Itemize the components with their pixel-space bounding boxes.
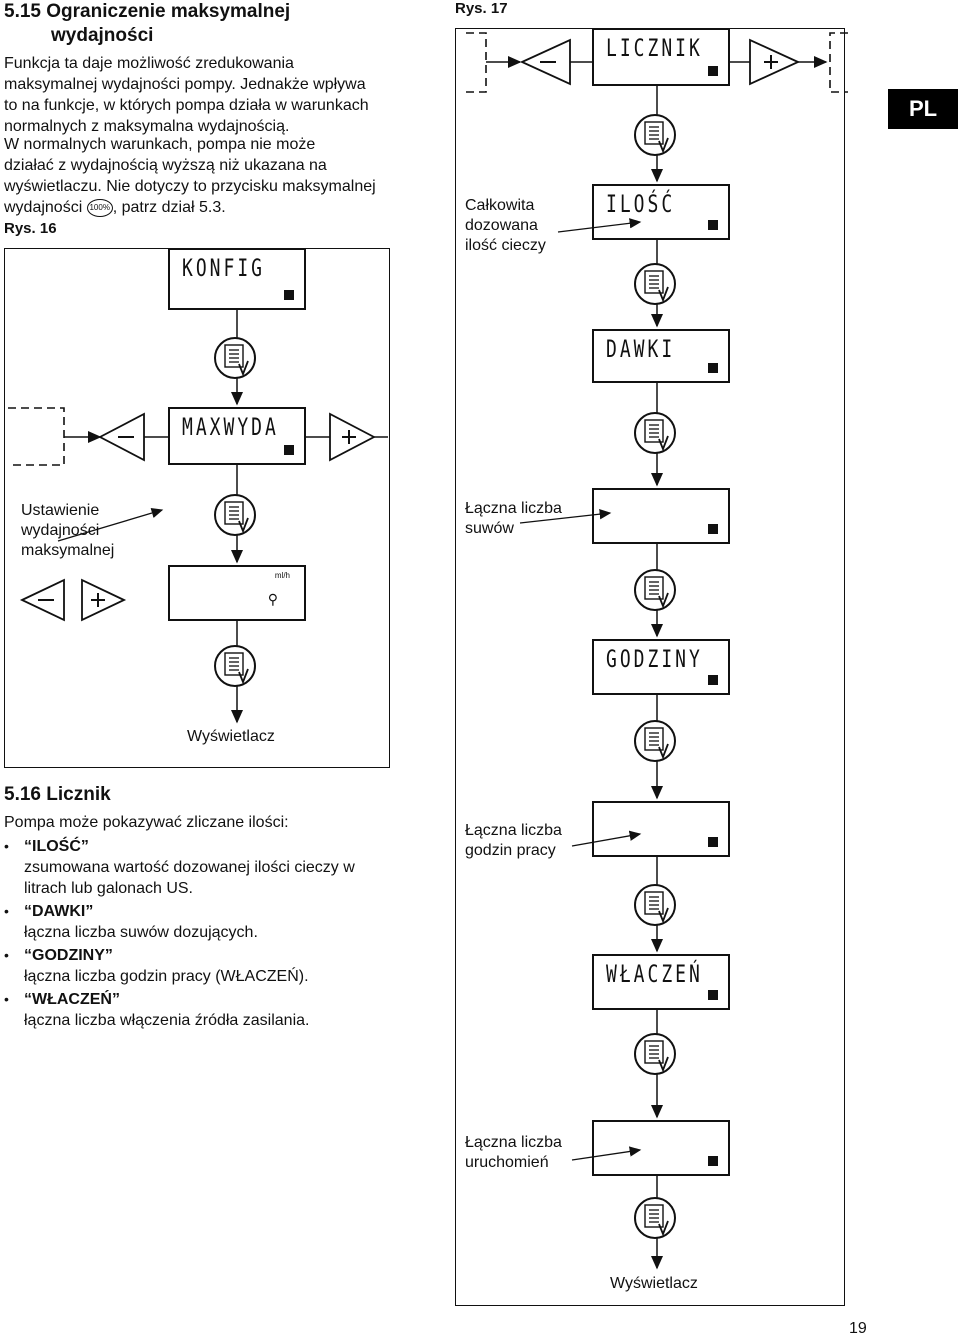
lcd-wlaczen: WŁACZEŃ	[592, 954, 730, 1010]
enter-key-icon	[634, 263, 676, 305]
lcd-starts-value	[592, 1120, 730, 1176]
counter-list: • “ILOŚĆ” zsumowana wartość dozowanej il…	[4, 836, 444, 1031]
enter-key-icon	[634, 1197, 676, 1239]
enter-key-icon	[634, 569, 676, 611]
list-item: • “ILOŚĆ” zsumowana wartość dozowanej il…	[4, 838, 355, 897]
section-heading-515: 5.15 Ograniczenie maksymalnej wydajności	[4, 1, 291, 46]
list-item: • “DAWKI” łączna liczba suwów dozujących…	[4, 903, 258, 941]
enter-key-icon	[214, 645, 256, 687]
lcd-godziny: GODZINY	[592, 639, 730, 695]
page-number: 19	[849, 1320, 867, 1337]
lcd-hours-value	[592, 801, 730, 857]
unit-label: ml/h	[274, 571, 290, 580]
lcd-licznik: LICZNIK	[592, 28, 730, 86]
enter-key-icon	[634, 720, 676, 762]
enter-key-icon	[634, 412, 676, 454]
enter-key-icon	[214, 494, 256, 536]
section-heading-516: 5.16 Licznik	[4, 784, 111, 805]
language-tag: PL	[888, 89, 958, 129]
enter-key-icon	[634, 114, 676, 156]
flow-symbol-icon: ⚲	[267, 591, 278, 607]
lcd-konfig: KONFIG	[168, 248, 306, 310]
lcd-maxwyda: MAXWYDA	[168, 407, 306, 465]
display-label-right: Wyświetlacz	[610, 1275, 698, 1292]
lcd-ilosc: ILOŚĆ	[592, 184, 730, 240]
list-item: • “WŁACZEŃ” łączna liczba włączenia źród…	[4, 991, 310, 1029]
enter-key-icon	[634, 884, 676, 926]
section-516-intro: Pompa może pokazywać zliczane ilości:	[4, 814, 289, 831]
lcd-strokes-value	[592, 488, 730, 544]
list-item: • “GODZINY” łączna liczba godzin pracy (…	[4, 947, 309, 985]
display-label-left: Wyświetlacz	[187, 728, 275, 745]
enter-key-icon	[214, 337, 256, 379]
lcd-dawki: DAWKI	[592, 329, 730, 383]
max-output-icon: 100%	[86, 198, 113, 217]
lcd-flow-value: ml/h ⚲	[168, 565, 306, 621]
figure-label-16: Rys. 16	[4, 220, 57, 237]
enter-key-icon	[634, 1033, 676, 1075]
figure-label-17: Rys. 17	[455, 0, 508, 17]
